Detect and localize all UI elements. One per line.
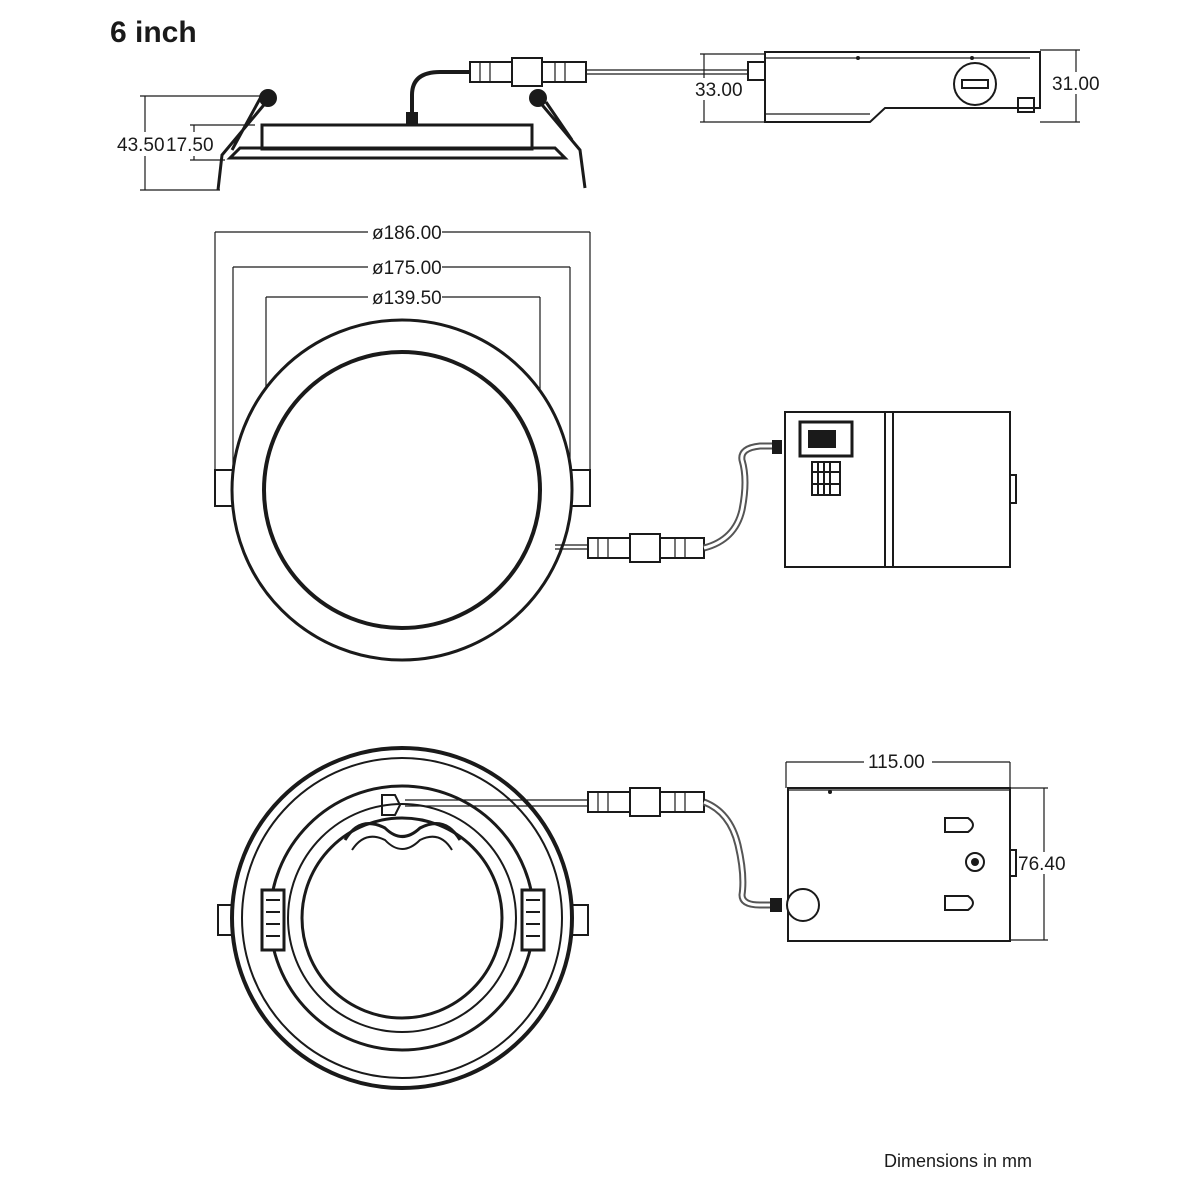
- rear-view: 115.00 76.40: [217, 746, 1068, 1090]
- front-driver-switch-knob: [808, 430, 836, 448]
- front-connector-c: [659, 537, 705, 559]
- rear-lead: [405, 799, 590, 807]
- rear-driver-screw: [965, 852, 985, 872]
- rear-cable-clip: [381, 794, 402, 816]
- rear-heatsink-lobes-inner: [351, 835, 453, 851]
- front-view: ø186.00 ø175.00 ø139.50: [214, 223, 1017, 662]
- dim-label-bg: [116, 132, 220, 156]
- side-driver-rivet: [970, 56, 974, 60]
- dim-line-outer-diameter: [214, 231, 591, 470]
- side-spring-pivot-left: [259, 89, 277, 107]
- side-driver-knockout-slot: [961, 79, 989, 89]
- rear-driver-gland: [770, 898, 782, 912]
- dim-driver-length: 115.00: [868, 752, 925, 773]
- dim-label-bg: [1018, 852, 1068, 874]
- front-driver-terminal: [811, 461, 841, 496]
- front-driver-side-tab: [1009, 474, 1017, 504]
- side-cable-gland: [406, 112, 418, 126]
- rear-driver-knockout: [786, 888, 820, 922]
- dim-line-inner-diameter: [265, 296, 541, 470]
- side-spring-pivot-right: [529, 89, 547, 107]
- rear-outer-trim: [230, 746, 574, 1090]
- dim-line-cutout-diameter: [232, 266, 571, 470]
- side-lead-to-driver: [586, 69, 750, 75]
- rear-connector-c: [659, 791, 705, 813]
- rear-connector-a: [587, 791, 631, 813]
- side-connector-b: [511, 57, 543, 87]
- rear-driver-screw-head: [971, 858, 979, 866]
- dim-total-height: 43.50: [117, 135, 165, 156]
- dim-driver-depth: 33.00: [695, 80, 743, 101]
- front-connector-b: [629, 533, 661, 563]
- dim-line-driver-length: [785, 761, 1011, 788]
- dim-trim-height: 17.50: [166, 135, 214, 156]
- side-connector-c: [541, 61, 587, 83]
- rear-driver-slot-bottom: [944, 895, 974, 911]
- front-connector-ribs: [597, 538, 686, 558]
- side-cable: [410, 70, 475, 125]
- rear-driver-rivet: [828, 790, 832, 794]
- front-driver-seam: [884, 412, 894, 567]
- rear-trim-inner-edge: [241, 757, 563, 1079]
- rear-driver-side-tab: [1009, 849, 1017, 877]
- dim-driver-width: 76.40: [1018, 854, 1066, 875]
- rear-heatsink: [300, 816, 504, 1020]
- dim-outer-diameter: ø186.00: [372, 223, 442, 244]
- rear-cable-core: [703, 800, 780, 907]
- dim-driver-height: 31.00: [1052, 74, 1100, 95]
- front-outer-trim: [230, 318, 574, 662]
- front-lead: [555, 544, 590, 550]
- front-connector-a: [587, 537, 631, 559]
- units-note: Dimensions in mm: [884, 1151, 1032, 1171]
- rear-connector-ribs: [597, 792, 686, 812]
- front-cable-core: [703, 444, 782, 550]
- side-driver-rivet: [856, 56, 860, 60]
- side-driver-tab: [1017, 97, 1035, 113]
- dim-label-bg: [1052, 72, 1102, 94]
- front-lens: [262, 350, 542, 630]
- front-driver-gland: [772, 440, 782, 454]
- dim-cutout-diameter: ø175.00: [372, 258, 442, 279]
- rear-housing-step: [287, 803, 517, 1033]
- rear-connector-b: [629, 787, 661, 817]
- side-connector-ribs: [479, 62, 566, 82]
- side-connector-a: [469, 61, 513, 83]
- side-spring-clip-left: [216, 94, 270, 191]
- rear-driver-slot-top: [944, 817, 974, 833]
- front-driver-switch: [798, 420, 854, 458]
- side-housing: [260, 123, 534, 151]
- side-driver-box-edges: [765, 57, 1030, 115]
- side-view: 43.50 17.50 33.00 31.00: [116, 49, 1102, 191]
- rear-spring-coils: [266, 899, 540, 937]
- drawing-title: 6 inch: [110, 16, 197, 49]
- side-driver-box: [764, 51, 1041, 123]
- side-driver-strain-relief: [747, 61, 766, 81]
- dim-inner-diameter: ø139.50: [372, 288, 442, 309]
- side-spring-clip-right: [536, 99, 587, 189]
- side-driver-knockout: [953, 62, 997, 106]
- dim-label-bg: [692, 78, 746, 100]
- rear-heatsink-lobes: [343, 822, 462, 841]
